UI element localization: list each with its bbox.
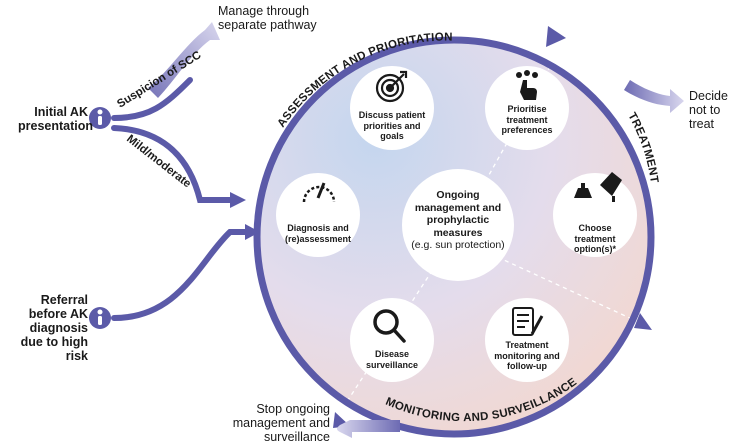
node-prioritise bbox=[485, 66, 569, 150]
node-label-monitoring: Treatment monitoring and follow-up bbox=[494, 340, 560, 371]
hand-tap-icon bbox=[516, 70, 538, 100]
target-icon bbox=[375, 70, 408, 103]
ring-arrowhead-right bbox=[634, 313, 652, 330]
center-label: Ongoing management and prophylactic meas… bbox=[406, 189, 510, 252]
exit-arrow-bottom bbox=[337, 420, 400, 438]
node-diagnosis bbox=[276, 173, 360, 257]
node-choose bbox=[553, 173, 637, 257]
entry-pathways bbox=[111, 77, 251, 321]
node-label-choose: Choose treatment option(s)* bbox=[574, 223, 616, 254]
input-initial-ak: Initial AK presentation bbox=[18, 105, 94, 133]
exit-arrow-top bbox=[148, 22, 220, 98]
person-icon bbox=[89, 107, 111, 129]
magnifier-icon bbox=[373, 309, 406, 343]
lamp-icon bbox=[574, 172, 622, 202]
center-title: Ongoing management and prophylactic meas… bbox=[414, 189, 502, 239]
center-note: (e.g. sun protection) bbox=[411, 239, 505, 251]
node-surveillance bbox=[350, 298, 434, 382]
node-label-discuss: Discuss patient priorities and goals bbox=[358, 110, 426, 141]
node-monitoring bbox=[485, 298, 569, 382]
output-manage-separate: Manage through separate pathway bbox=[218, 4, 317, 32]
output-stop-ongoing: Stop ongoing management and surveillance bbox=[232, 402, 330, 444]
node-label-diagnosis: Diagnosis and (re)assessment bbox=[284, 223, 352, 244]
output-decide-not-treat: Decide not to treat bbox=[689, 89, 728, 131]
node-label-prioritise: Prioritise treatment preferences bbox=[501, 104, 553, 135]
node-discuss bbox=[350, 66, 434, 150]
entry-arrowhead-1 bbox=[230, 192, 246, 208]
person-icon bbox=[89, 307, 111, 329]
ring-arrowhead-top bbox=[546, 26, 566, 47]
cycle-ring bbox=[253, 36, 655, 438]
entry-arrowhead-2 bbox=[245, 224, 260, 240]
input-referral: Referral before AK diagnosis due to high… bbox=[20, 293, 88, 363]
checklist-icon bbox=[512, 307, 544, 336]
node-center bbox=[402, 169, 514, 281]
exit-arrow-right bbox=[624, 80, 684, 113]
gauge-icon bbox=[302, 182, 336, 203]
node-label-surveillance: Disease surveillance bbox=[365, 349, 419, 370]
